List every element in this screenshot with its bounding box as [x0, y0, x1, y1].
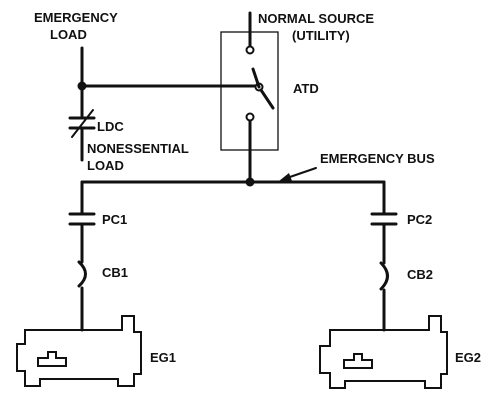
cb2-label: CB2	[407, 267, 433, 282]
normal-source-label-line2: (UTILITY)	[292, 28, 350, 43]
normal-source-label-line1: NORMAL SOURCE	[258, 11, 374, 26]
emergency-load-label-line1: EMERGENCY	[34, 10, 118, 25]
eg1-label: EG1	[150, 350, 176, 365]
emergency-bus-label: EMERGENCY BUS	[320, 151, 435, 166]
atd-label: ATD	[293, 81, 319, 96]
eg2-nameplate-icon	[343, 353, 373, 369]
nonessential-load-label-line2: LOAD	[87, 158, 124, 173]
eg1-generator	[16, 315, 142, 387]
eg2-generator	[319, 315, 448, 389]
cb1-breaker-arc	[77, 260, 87, 288]
eg1-nameplate-icon	[37, 351, 67, 367]
cb1-label: CB1	[102, 265, 128, 280]
pc2-label: PC2	[407, 212, 432, 227]
pc1-label: PC1	[102, 212, 127, 227]
emergency-bus-junction	[245, 177, 255, 187]
emergency-bus-arrowhead	[279, 173, 292, 181]
eg2-label: EG2	[455, 350, 481, 365]
ldc-normally-closed-slash	[71, 109, 94, 138]
ldc-label: LDC	[97, 119, 124, 134]
nonessential-load-label-line1: NONESSENTIAL	[87, 141, 189, 156]
atd-upper-contact-stub	[251, 67, 261, 89]
atd-emergency-contact	[245, 112, 255, 122]
cb2-breaker-arc	[379, 261, 389, 291]
atd-switch-blade	[259, 88, 275, 110]
atd-normal-contact	[245, 45, 255, 55]
emergency-load-label-line2: LOAD	[50, 27, 87, 42]
